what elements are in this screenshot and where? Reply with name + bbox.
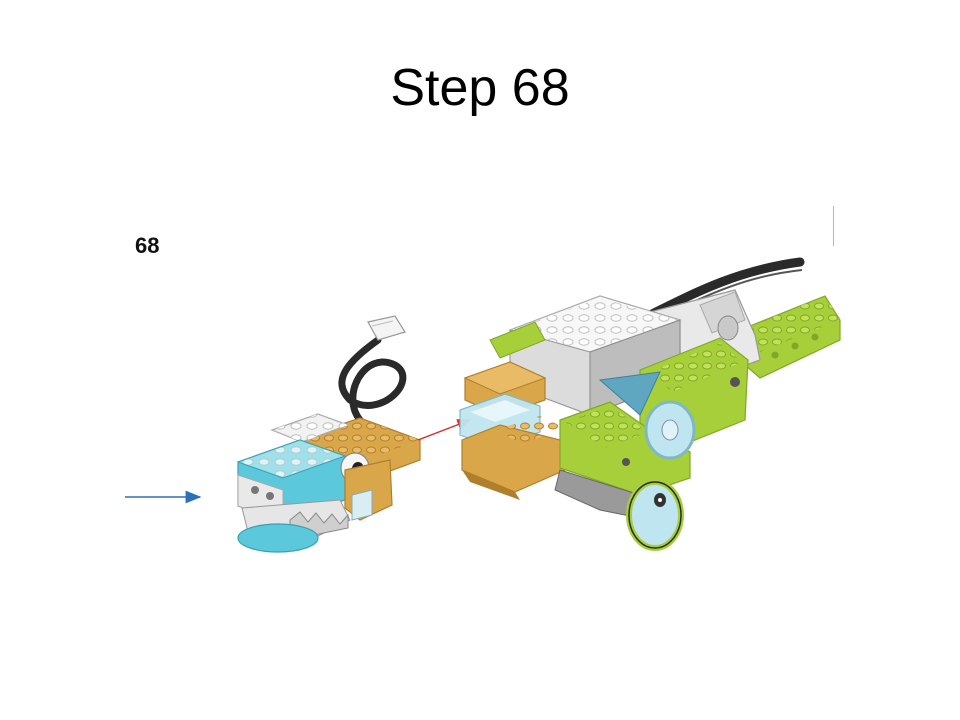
main-body-assembly (459, 257, 841, 551)
slide-title: Step 68 (390, 59, 570, 117)
cable-connector-icon (367, 315, 406, 341)
step-number: 68 (135, 233, 160, 258)
edge-mark (833, 206, 834, 246)
head-subassembly (236, 315, 421, 553)
front-wheel (626, 479, 684, 551)
rear-wheel (644, 400, 696, 460)
